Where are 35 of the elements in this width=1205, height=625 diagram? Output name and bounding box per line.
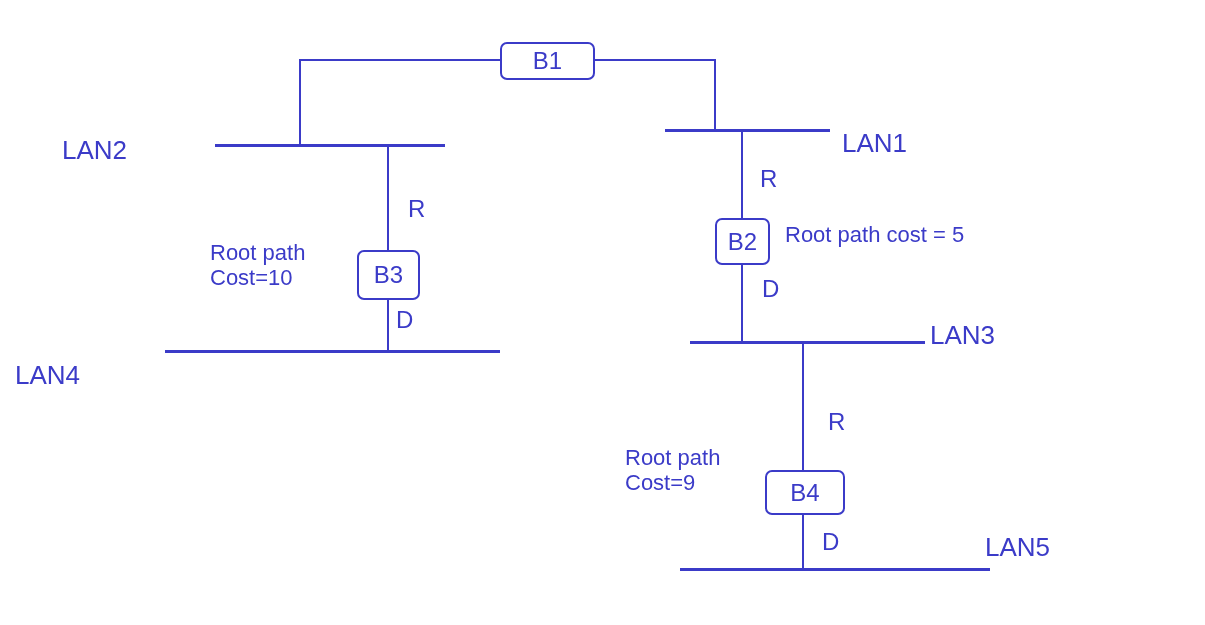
link-line (741, 264, 743, 342)
bridge-box (715, 218, 770, 265)
link-line (387, 146, 389, 251)
lan-segment-line (690, 341, 925, 344)
bridge-name: B1 (532, 47, 563, 75)
lan-label: LAN1 (842, 128, 908, 159)
lan-segment-line (165, 350, 500, 353)
root-path-cost-note: Root path Cost=9 (625, 445, 722, 496)
bridge-name: B2 (727, 227, 758, 256)
port-label: D (762, 275, 780, 303)
link-line (387, 299, 389, 351)
root-path-cost-note: Root path Cost=10 (210, 240, 307, 291)
lan-segment-line (680, 568, 990, 571)
lan-label: LAN4 (15, 360, 81, 391)
bridge-name: B4 (790, 478, 820, 507)
port-label: D (396, 306, 414, 334)
link-line (741, 131, 743, 219)
port-label: R (760, 165, 778, 193)
bridge-box (357, 250, 420, 300)
lan-segment-line (215, 144, 445, 147)
bridge-box (765, 470, 845, 515)
lan-label: LAN5 (985, 532, 1051, 563)
lan-label: LAN2 (62, 135, 128, 166)
port-label: R (408, 195, 426, 223)
link-line (802, 514, 804, 569)
port-label: D (822, 528, 840, 556)
link-line (802, 343, 804, 471)
link-line (594, 59, 716, 130)
bridge-box (500, 42, 595, 80)
bridge-name: B3 (373, 261, 404, 289)
lan-segment-line (665, 129, 830, 132)
lan-label: LAN3 (930, 320, 996, 351)
link-line (299, 59, 501, 145)
root-path-cost-note: Root path cost = 5 (785, 222, 966, 248)
port-label: R (828, 408, 846, 436)
